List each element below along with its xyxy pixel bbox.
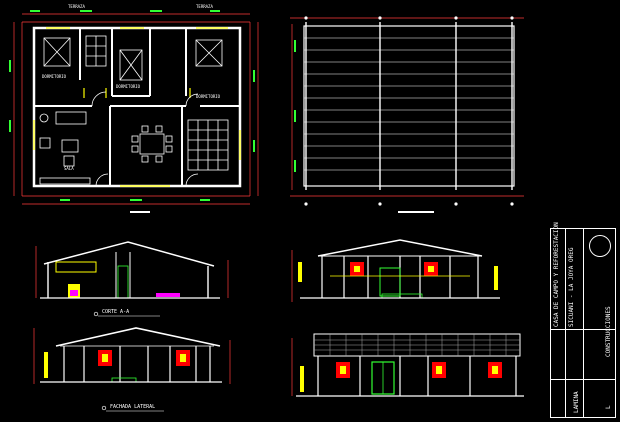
terraza-label-1: TERRAZA <box>68 4 85 9</box>
title-block-sheet-label: CONSTRUCCIONES <box>605 306 612 357</box>
dormitorio-label-2: DORMITORIO <box>116 84 141 89</box>
floor-plan: TERRAZA TERRAZA DORMITORIO DORMITORIO DO… <box>9 4 259 213</box>
title-block-project: CASA DE CAMPO Y REFORESTACION <box>553 222 560 327</box>
corte-caption: CORTE A-A <box>102 309 130 315</box>
title-block-lamina: LAMINA <box>573 391 580 413</box>
front-elevation <box>291 239 500 302</box>
fachada-lateral-caption: FACHADA LATERAL <box>110 404 156 410</box>
section-a-a <box>35 241 229 317</box>
dormitorio-label-1: DORMITORIO <box>42 74 67 79</box>
title-block-location: SICUANI - LA JOYA OREG <box>568 247 575 327</box>
title-block: CASA DE CAMPO Y REFORESTACION SICUANI - … <box>550 222 616 418</box>
rear-elevation <box>291 333 524 397</box>
title-block-sheet-number: L <box>605 405 612 409</box>
side-elevation <box>33 327 231 412</box>
terraza-label-2: TERRAZA <box>196 4 213 9</box>
dormitorio-label-3: DORMITORIO <box>196 94 221 99</box>
sala-label: SALA <box>64 166 74 171</box>
roof-plan <box>290 16 524 213</box>
